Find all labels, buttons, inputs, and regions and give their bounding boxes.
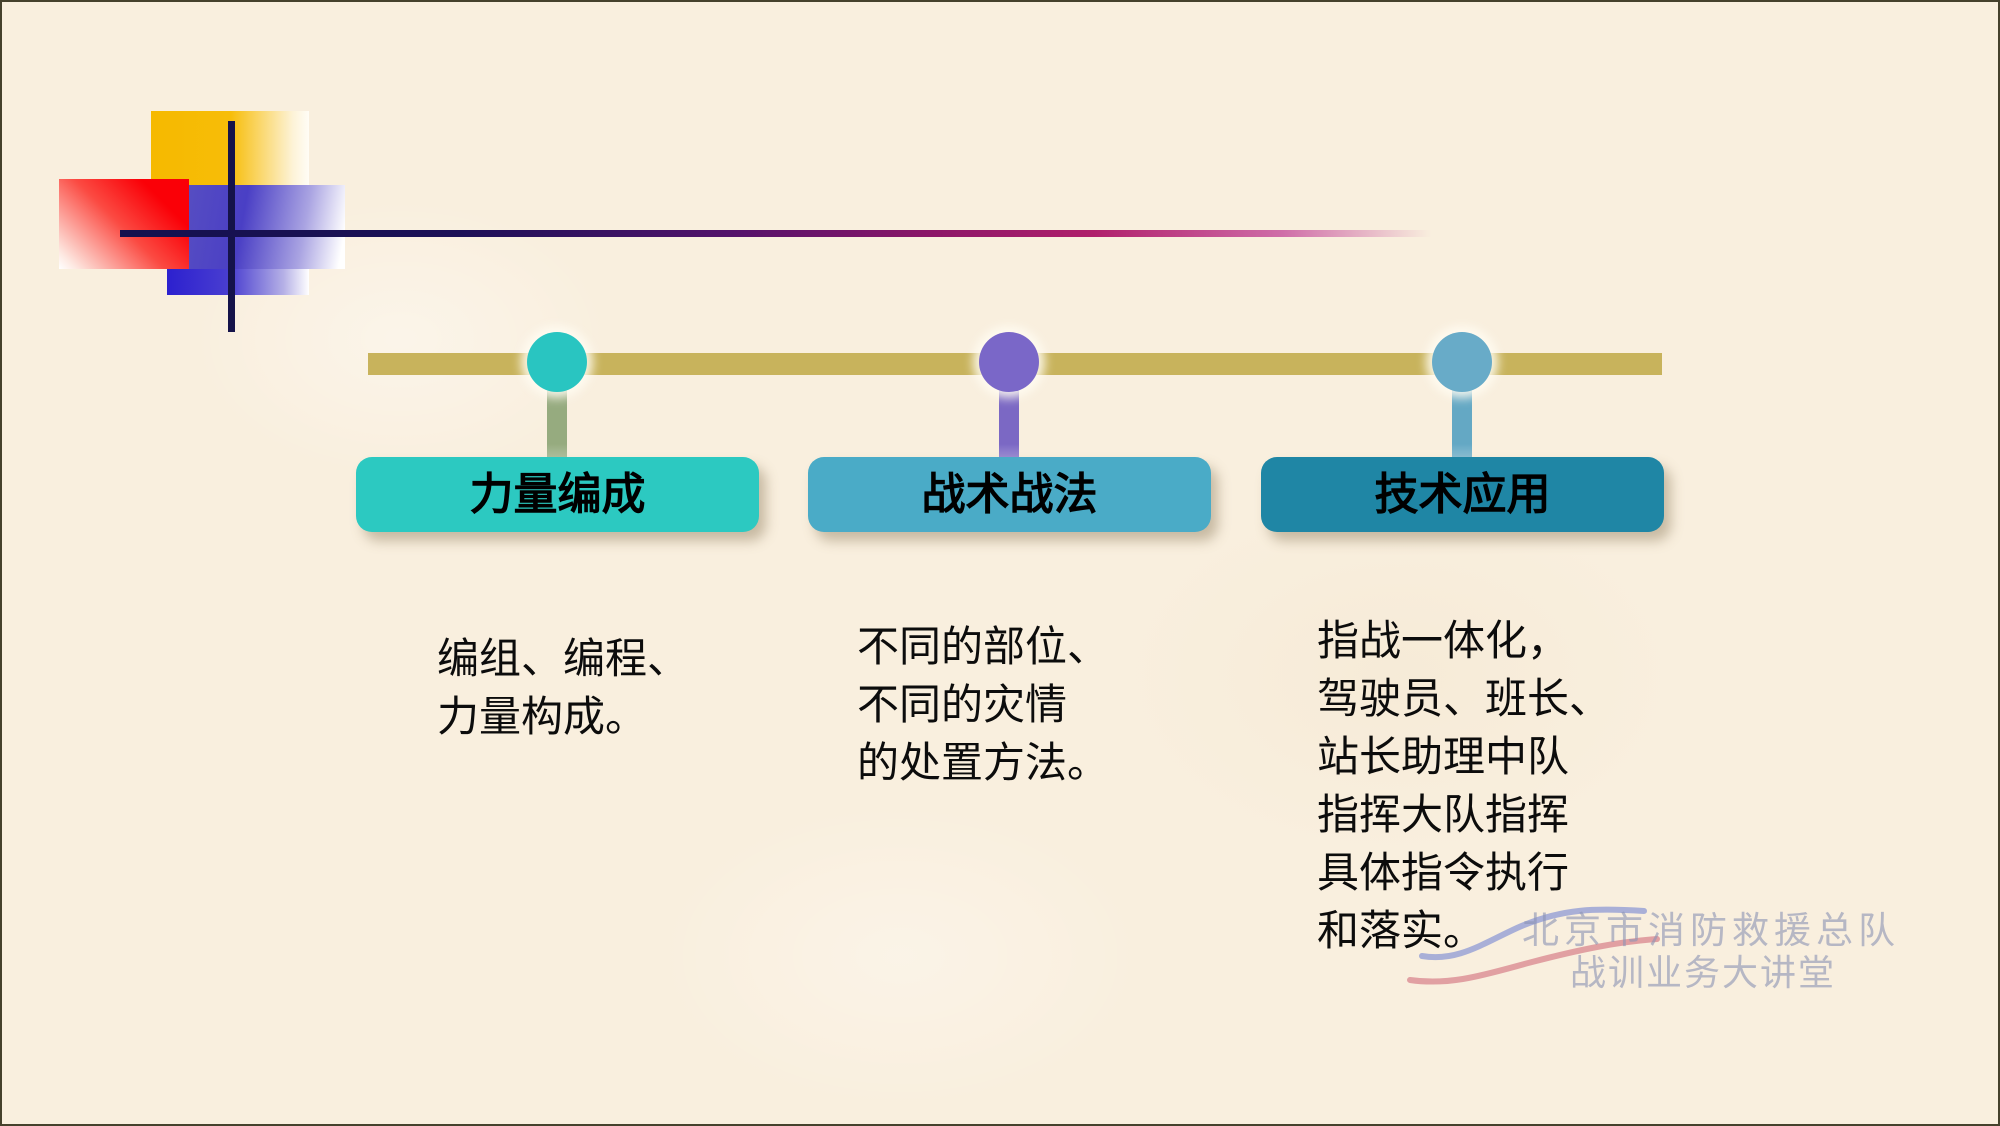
node-stem [1452,388,1472,458]
deep-blue-strip-decoration [167,269,309,295]
category-button-technology[interactable]: 技术应用 [1261,457,1664,532]
category-button-force-composition[interactable]: 力量编成 [356,457,759,532]
node-stem [547,388,567,458]
category-button-tactics[interactable]: 战术战法 [808,457,1211,532]
node-stem [999,388,1019,458]
gradient-rule-line [120,230,1472,237]
node-circle [979,332,1039,392]
node-circle [527,332,587,392]
category-description: 不同的部位、 不同的灾情 的处置方法。 [857,623,1110,786]
category-description: 指战一体化， 驾驶员、班长、 站长助理中队 指挥大队指挥 具体指令执行 和落实。 [1317,617,1612,954]
node-circle [1432,332,1492,392]
red-square-decoration [59,179,189,269]
vertical-accent-line [228,121,235,332]
category-description: 编组、编程、 力量构成。 [437,635,690,740]
blue-rect-decoration [189,185,345,269]
